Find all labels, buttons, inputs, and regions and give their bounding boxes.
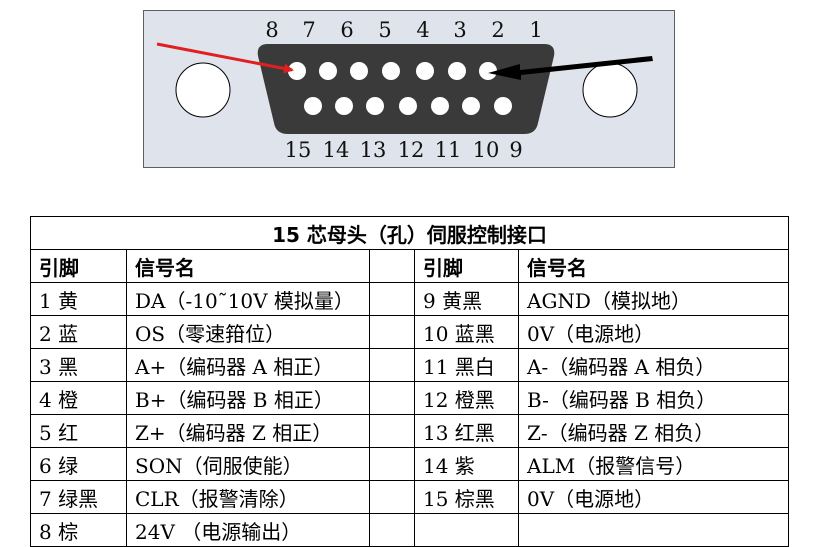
pin-number-label: 5 <box>378 18 391 42</box>
signal-cell-left: OS（零速箝位） <box>126 315 370 349</box>
pin-hole-top-3 <box>350 62 368 80</box>
pin-cell-left: 1 黄 <box>30 282 127 316</box>
pin-cell-right: 15 棕黑 <box>414 480 519 514</box>
pin-hole-bottom-5 <box>431 97 449 115</box>
pin-cell-left: 3 黑 <box>30 348 127 382</box>
pin-hole-top-5 <box>416 62 434 80</box>
signal-cell-right: 0V（电源地） <box>517 480 790 514</box>
signal-cell-left: A+（编码器 A 相正） <box>126 348 370 382</box>
pin-number-label: 1 <box>529 18 542 42</box>
pin-number-label: 13 <box>360 138 387 162</box>
pin-hole-top-4 <box>382 62 400 80</box>
table-header-row: 引脚 信号名 引脚 信号名 <box>30 249 790 283</box>
gap-cell <box>369 381 415 415</box>
gap-cell <box>369 414 415 448</box>
pin-hole-top-6 <box>448 62 466 80</box>
pin-number-label: 4 <box>416 18 429 42</box>
gap-cell <box>369 348 415 382</box>
header-signal-left: 信号名 <box>126 249 370 283</box>
header-gap-cell <box>369 249 415 283</box>
pin-hole-bottom-6 <box>462 97 480 115</box>
signal-cell-right: B-（编码器 B 相负） <box>517 381 790 415</box>
header-pin-left: 引脚 <box>30 249 127 283</box>
pin-cell-right: 9 黄黑 <box>414 282 519 316</box>
pin-hole-bottom-2 <box>335 97 353 115</box>
signal-cell-left: 24V （电源输出） <box>126 513 370 547</box>
pin-number-label: 7 <box>302 18 315 42</box>
pin-cell-right <box>414 513 519 547</box>
gap-cell <box>369 447 415 481</box>
pin-number-label: 10 <box>473 138 500 162</box>
pin-hole-bottom-7 <box>494 97 512 115</box>
header-pin-right: 引脚 <box>414 249 519 283</box>
signal-cell-right: Z-（编码器 Z 相负） <box>517 414 790 448</box>
pin-hole-bottom-3 <box>366 97 384 115</box>
pin-cell-right: 11 黑白 <box>414 348 519 382</box>
right-mounting-hole-icon <box>582 62 638 118</box>
pin-number-label: 15 <box>285 138 312 162</box>
pin-cell-right: 12 橙黑 <box>414 381 519 415</box>
pin-hole-bottom-1 <box>304 97 322 115</box>
left-mounting-hole-icon <box>175 62 231 118</box>
pin-cell-right: 13 红黑 <box>414 414 519 448</box>
header-signal-right: 信号名 <box>517 249 790 283</box>
table-title-row: 15 芯母头（孔）伺服控制接口 <box>29 216 790 250</box>
signal-cell-left: DA（-10˜10V 模拟量） <box>126 282 370 316</box>
signal-cell-left: CLR（报警清除） <box>126 480 370 514</box>
pin-cell-left: 5 红 <box>30 414 127 448</box>
pin-cell-left: 7 绿黑 <box>30 480 127 514</box>
pin-hole-top-7 <box>479 62 497 80</box>
black-arrow-icon <box>488 56 653 80</box>
signal-cell-left: Z+（编码器 Z 相正） <box>126 414 370 448</box>
signal-cell-left: SON（伺服使能） <box>126 447 370 481</box>
pin-number-label: 3 <box>453 18 466 42</box>
pin-number-label: 6 <box>340 18 353 42</box>
pin-number-label: 11 <box>435 138 462 162</box>
signal-cell-right <box>517 513 790 547</box>
pin-number-label: 8 <box>265 18 278 42</box>
signal-cell-right: A-（编码器 A 相负） <box>517 348 790 382</box>
pin-cell-left: 8 棕 <box>30 513 127 547</box>
connector-shell <box>257 44 555 134</box>
pin-cell-right: 10 蓝黑 <box>414 315 519 349</box>
pin-hole-top-2 <box>319 62 337 80</box>
signal-cell-left: B+（编码器 B 相正） <box>126 381 370 415</box>
pin-cell-left: 2 蓝 <box>30 315 127 349</box>
pin-number-label: 2 <box>491 18 504 42</box>
signal-cell-right: ALM（报警信号） <box>517 447 790 481</box>
pin-number-label: 14 <box>323 138 350 162</box>
pin-cell-left: 4 橙 <box>30 381 127 415</box>
signal-cell-right: 0V（电源地） <box>517 315 790 349</box>
gap-cell <box>369 282 415 316</box>
pin-cell-right: 14 紫 <box>414 447 519 481</box>
gap-cell <box>369 513 415 547</box>
pin-number-label: 12 <box>398 138 425 162</box>
signal-cell-right: AGND（模拟地） <box>517 282 790 316</box>
table-title: 15 芯母头（孔）伺服控制接口 <box>29 216 790 250</box>
gap-cell <box>369 480 415 514</box>
pin-cell-left: 6 绿 <box>30 447 127 481</box>
pin-hole-bottom-4 <box>399 97 417 115</box>
red-arrow-icon <box>156 42 294 74</box>
pin-number-label: 9 <box>509 138 522 162</box>
gap-cell <box>369 315 415 349</box>
